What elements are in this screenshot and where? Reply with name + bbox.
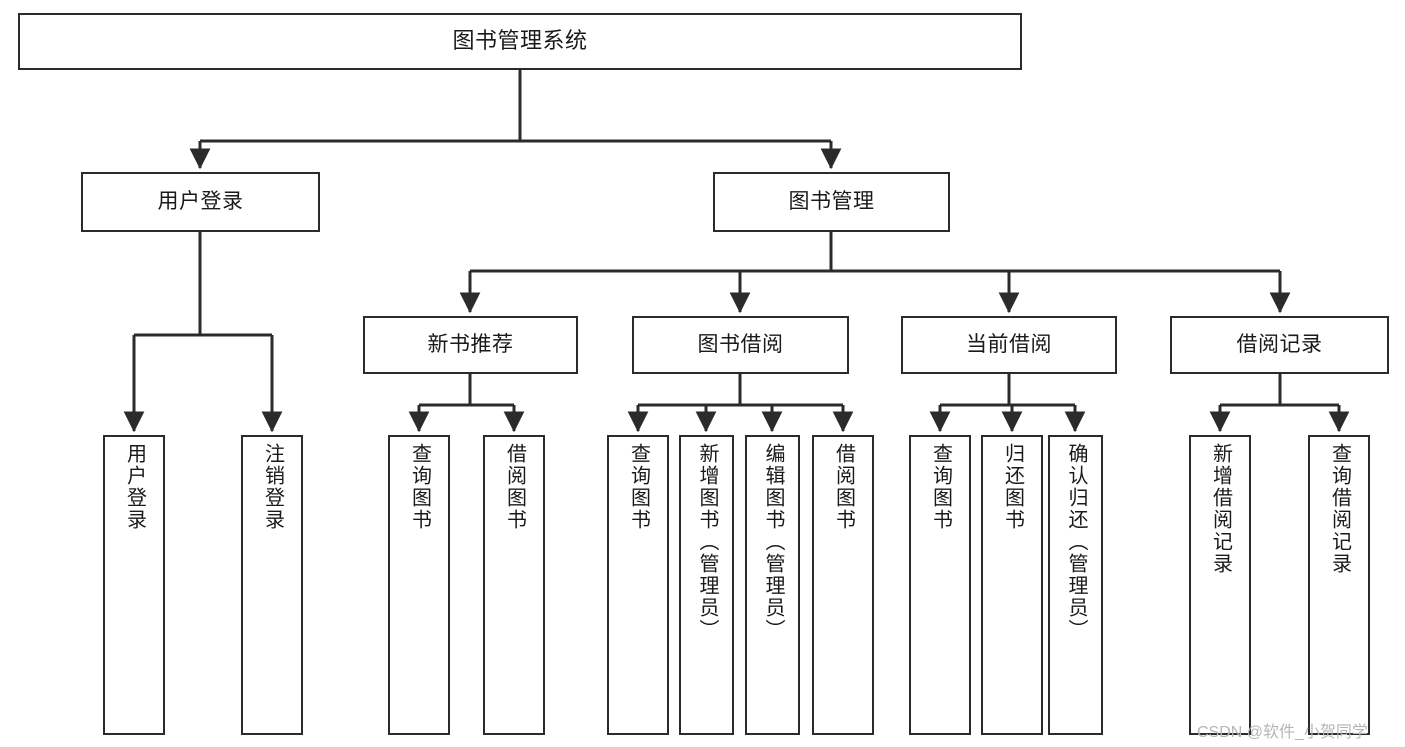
- node-label: 用户登录: [157, 190, 244, 214]
- leaf-return-book[interactable]: 归还图书: [981, 435, 1043, 735]
- node-label: 借阅图书: [832, 443, 855, 531]
- node-label: 编辑图书（管理员）: [762, 443, 784, 641]
- leaf-query-book-newbook[interactable]: 查询图书: [388, 435, 450, 735]
- node-label: 图书管理系统: [452, 28, 588, 54]
- node-borrow-record[interactable]: 借阅记录: [1170, 316, 1389, 374]
- node-label: 注销登录: [261, 443, 284, 531]
- leaf-borrow-book-borrow[interactable]: 借阅图书: [812, 435, 874, 735]
- leaf-add-book-admin[interactable]: 新增图书（管理员）: [679, 435, 734, 735]
- csdn-watermark: CSDN @软件_小贺同学: [1197, 724, 1368, 741]
- node-label: 新书推荐: [427, 333, 514, 357]
- node-label: 图书管理: [788, 190, 875, 214]
- leaf-logout[interactable]: 注销登录: [241, 435, 303, 735]
- node-label: 查询图书: [408, 443, 431, 531]
- node-label: 当前借阅: [966, 333, 1052, 357]
- leaf-query-book-borrow[interactable]: 查询图书: [607, 435, 669, 735]
- node-label: 图书借阅: [697, 333, 784, 357]
- node-user-login[interactable]: 用户登录: [81, 172, 320, 232]
- node-book-borrow[interactable]: 图书借阅: [632, 316, 849, 374]
- leaf-confirm-return-admin[interactable]: 确认归还（管理员）: [1048, 435, 1103, 735]
- node-label: 新增图书（管理员）: [696, 443, 718, 641]
- node-label: 确认归还（管理员）: [1065, 443, 1087, 641]
- node-label: 归还图书: [1001, 443, 1024, 531]
- node-label: 查询图书: [627, 443, 650, 531]
- leaf-query-borrow-record[interactable]: 查询借阅记录: [1308, 435, 1370, 735]
- node-label: 新增借阅记录: [1209, 443, 1232, 575]
- node-new-book-recommend[interactable]: 新书推荐: [363, 316, 578, 374]
- node-label: 查询借阅记录: [1328, 443, 1351, 575]
- node-label: 借阅图书: [503, 443, 526, 531]
- node-current-borrow[interactable]: 当前借阅: [901, 316, 1117, 374]
- leaf-user-login[interactable]: 用户登录: [103, 435, 165, 735]
- node-book-management[interactable]: 图书管理: [713, 172, 950, 232]
- node-label: 用户登录: [123, 443, 146, 531]
- node-root-system[interactable]: 图书管理系统: [18, 13, 1022, 70]
- node-label: 借阅记录: [1236, 333, 1323, 357]
- leaf-query-book-current[interactable]: 查询图书: [909, 435, 971, 735]
- leaf-edit-book-admin[interactable]: 编辑图书（管理员）: [745, 435, 800, 735]
- node-label: 查询图书: [929, 443, 952, 531]
- leaf-borrow-book-newbook[interactable]: 借阅图书: [483, 435, 545, 735]
- leaf-add-borrow-record[interactable]: 新增借阅记录: [1189, 435, 1251, 735]
